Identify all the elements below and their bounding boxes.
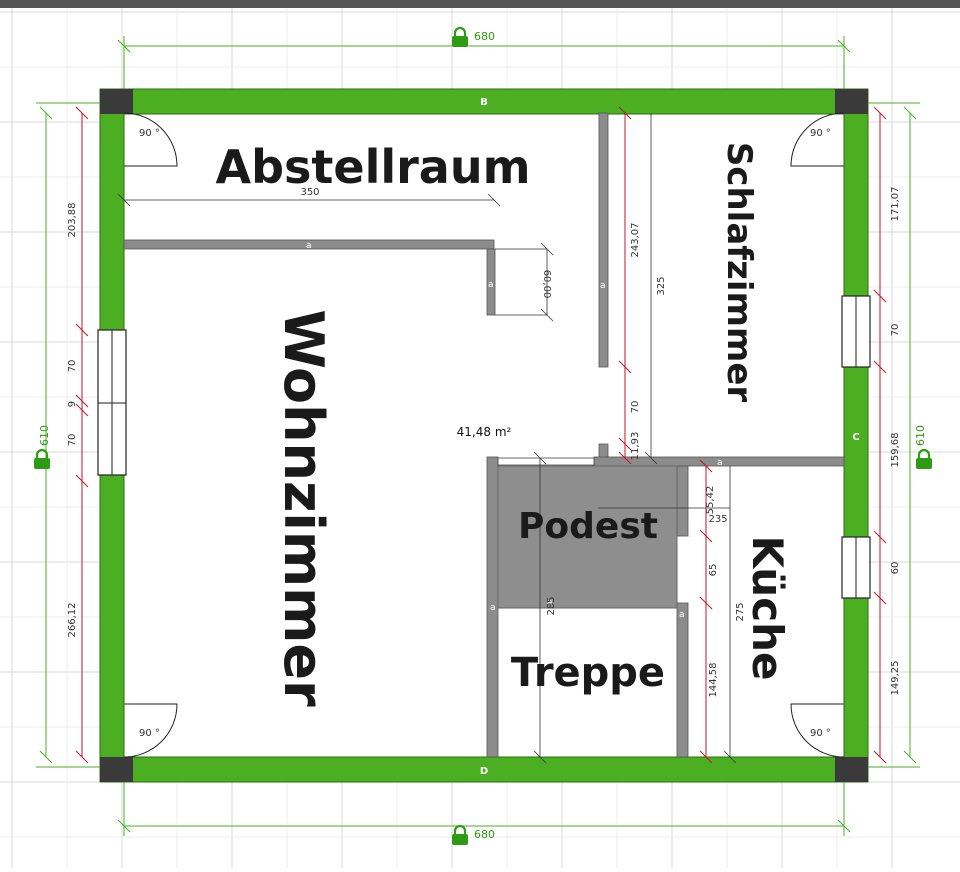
room-wohnzimmer[interactable]: Wohnzimmer — [272, 309, 335, 707]
wall-label-right: C — [852, 432, 859, 443]
swing-tr — [790, 112, 845, 167]
swing-tl — [123, 112, 178, 167]
wall-right[interactable] — [843, 88, 869, 783]
angle-bl: 90 ° — [139, 728, 160, 739]
wall-label-bottom: D — [480, 766, 488, 777]
area-label: 41,48 m² — [457, 425, 512, 439]
corner-br — [835, 757, 868, 782]
dim-podest-235: 235 — [708, 514, 727, 525]
door-podest[interactable] — [497, 457, 595, 466]
wall-marker-4: a — [717, 458, 723, 468]
swing-br — [790, 703, 845, 758]
window-left[interactable] — [97, 329, 127, 476]
corner-swings — [123, 112, 845, 758]
dim-right-70: 70 — [890, 324, 901, 337]
corner-tl — [100, 89, 133, 114]
dim-left-9: 9 — [67, 401, 78, 407]
interior-walls[interactable] — [123, 112, 845, 758]
floor-area — [123, 113, 845, 758]
dim-left-266: 266,12 — [67, 603, 78, 638]
angle-tl: 90 ° — [139, 128, 160, 139]
wall-label-top: B — [480, 97, 488, 108]
dim-schlaf-70: 70 — [630, 401, 641, 414]
dim-left-70b: 70 — [67, 434, 78, 447]
dim-kueche-14458: 144,58 — [708, 663, 719, 698]
wall-abstellraum[interactable] — [123, 239, 495, 250]
corner-tr — [835, 89, 868, 114]
angle-br: 90 ° — [810, 728, 831, 739]
dim-left-70a: 70 — [67, 360, 78, 373]
room-podest[interactable]: Podest — [518, 506, 658, 547]
dim-schlaf-325: 325 — [656, 276, 667, 295]
room-schlafzimmer[interactable]: Schlafzimmer — [719, 142, 759, 403]
dim-overall-left: 610 — [38, 425, 51, 446]
interior-dimensions — [117, 113, 737, 764]
wall-schlaf-upper[interactable] — [598, 112, 609, 368]
wall-marker-3: a — [600, 281, 606, 291]
lock-icon[interactable] — [452, 824, 468, 845]
exterior-dimensions — [36, 36, 920, 836]
room-abstellraum[interactable]: Abstellraum — [215, 140, 530, 194]
dim-kueche-275: 275 — [735, 602, 746, 621]
podest-area[interactable] — [497, 465, 678, 609]
corner-bl — [100, 757, 133, 782]
dim-treppe-65: 65 — [708, 564, 719, 577]
dim-overall-right: 610 — [914, 425, 927, 446]
red-dimensions — [618, 106, 713, 764]
windows[interactable] — [97, 295, 871, 599]
dim-podest-5542: 55,42 — [705, 486, 716, 515]
wall-kueche-left[interactable] — [676, 602, 689, 758]
lock-icon[interactable] — [916, 448, 932, 469]
room-kueche[interactable]: Küche — [743, 536, 792, 681]
wall-marker-5: a — [490, 603, 496, 613]
window-right-bottom[interactable] — [841, 536, 871, 599]
lock-icon[interactable] — [452, 26, 468, 47]
dim-right-60: 60 — [890, 562, 901, 575]
dim-abstell-width: 350 — [300, 187, 319, 198]
dim-overall-bottom: 680 — [474, 828, 495, 841]
dim-schlaf-243: 243,07 — [630, 223, 641, 258]
lock-icon[interactable] — [34, 448, 50, 469]
dim-niche: 60,00 — [541, 270, 552, 299]
wall-bottom[interactable] — [99, 756, 869, 783]
wall-marker-1: a — [306, 241, 312, 251]
wall-top[interactable] — [99, 88, 869, 115]
dim-right-159: 159,68 — [890, 433, 901, 468]
angle-tr: 90 ° — [810, 128, 831, 139]
wall-schlaf-stub[interactable] — [598, 443, 609, 459]
room-treppe[interactable]: Treppe — [511, 650, 665, 696]
wall-niche[interactable] — [486, 248, 496, 316]
swing-bl — [123, 703, 178, 758]
dim-right-149: 149,25 — [890, 661, 901, 696]
dim-overall-top: 680 — [474, 30, 495, 43]
wall-podest-right[interactable] — [676, 465, 689, 537]
wall-marker-6: a — [679, 610, 685, 620]
dim-right-171: 171,07 — [890, 187, 901, 222]
top-toolbar-strip — [0, 0, 960, 8]
wall-marker-2: a — [488, 280, 494, 290]
dim-schlaf-1193: 11,93 — [630, 432, 641, 461]
wall-marker-7: a — [547, 598, 553, 608]
exterior-walls[interactable] — [99, 88, 869, 783]
dim-treppe-285: 285 — [546, 596, 557, 615]
dim-left-203: 203,88 — [67, 203, 78, 238]
window-right-top[interactable] — [841, 295, 871, 368]
